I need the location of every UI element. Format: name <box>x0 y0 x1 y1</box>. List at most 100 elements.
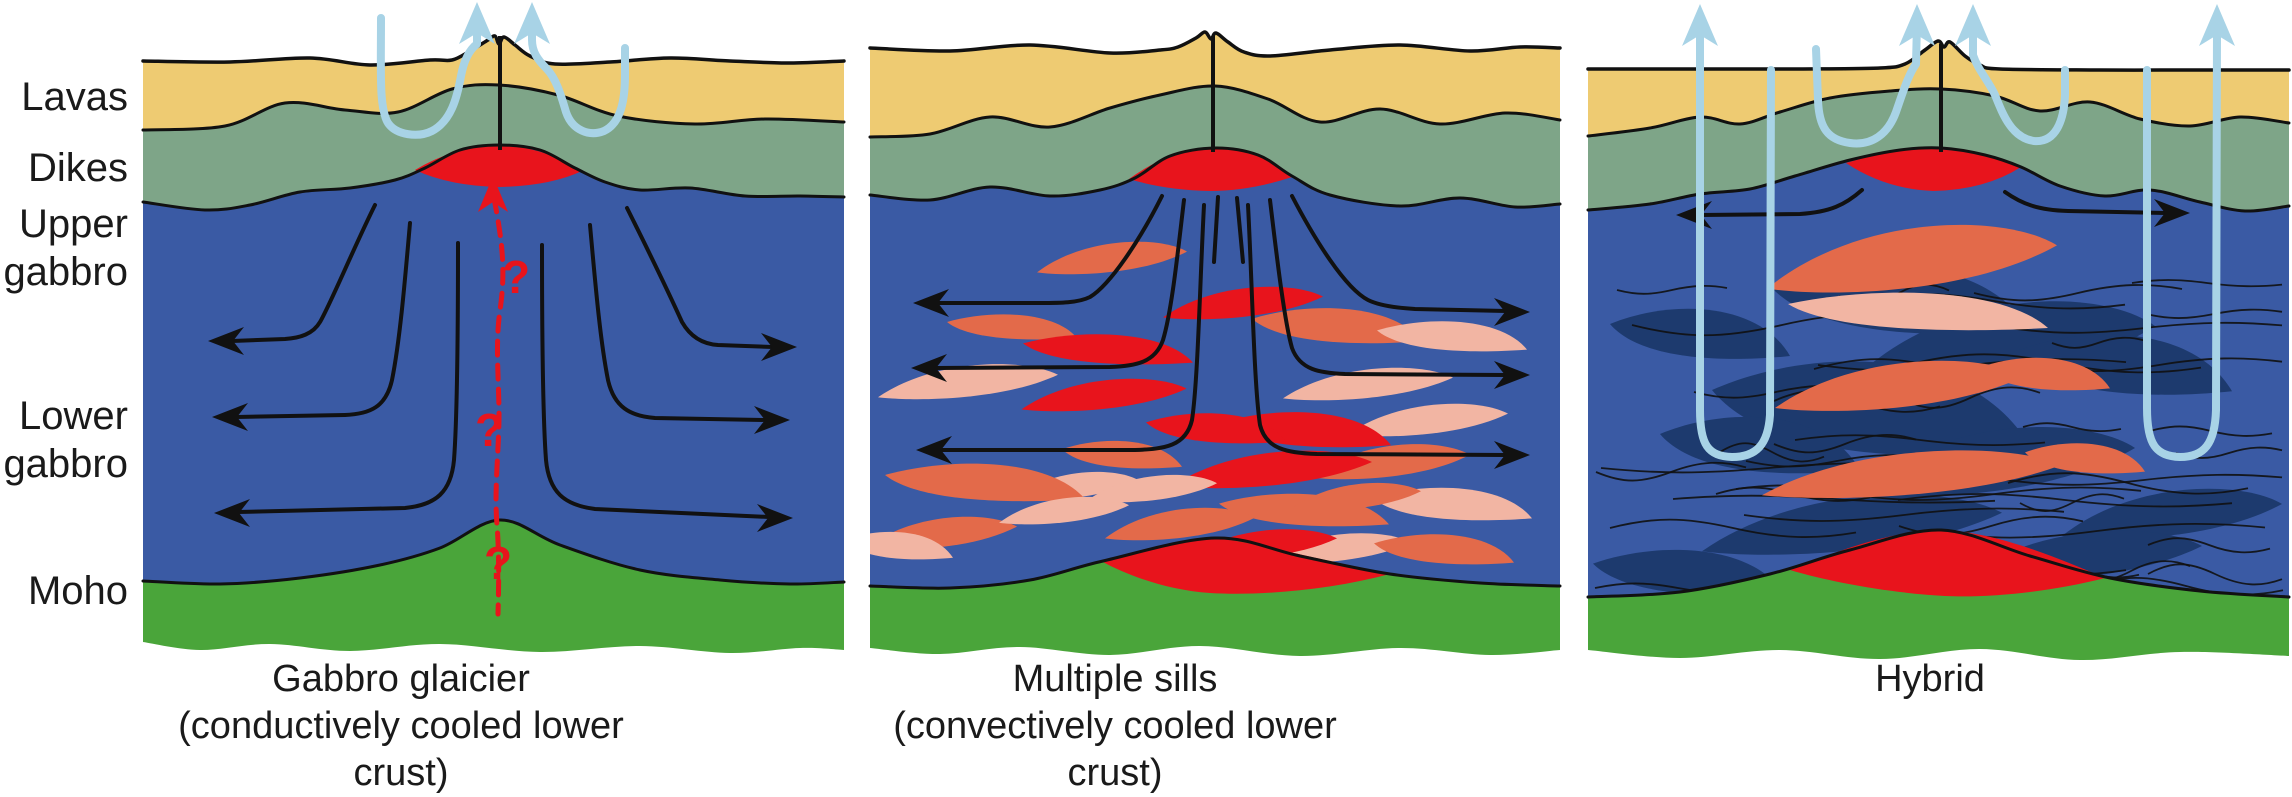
question-mark-icon: ? <box>475 404 503 456</box>
magma-sill <box>1374 534 1514 565</box>
flow-arrow-icon <box>1494 361 1530 389</box>
panel-caption-hybrid: Hybrid <box>1680 656 2180 703</box>
magma-sill <box>1252 308 1422 344</box>
panel-title: Gabbro glaicier <box>272 658 530 700</box>
question-mark-icon: ? <box>484 537 512 589</box>
foliation-line <box>1672 494 1996 504</box>
hydrothermal-loop-deep <box>1696 26 1775 461</box>
flow-line <box>933 198 1186 370</box>
layer-dikes <box>143 84 844 211</box>
flow-line <box>236 241 460 514</box>
flow-line <box>1212 195 1220 264</box>
foliation-line <box>1743 507 2065 522</box>
panel-title: Multiple sills <box>1012 658 1218 700</box>
magma-sill <box>999 496 1129 525</box>
flow-line <box>625 206 775 349</box>
layer-label-line: Upper <box>19 202 128 246</box>
foliation-line <box>1719 442 1825 463</box>
vent-arrow-icon <box>1955 4 1991 46</box>
foliation-line <box>1897 493 2233 508</box>
question-marks: ? ? ? <box>475 251 530 589</box>
foliation-line <box>1616 285 1728 295</box>
magma-sill <box>1767 224 2057 293</box>
moho-boundary <box>868 536 1562 590</box>
upwelling-arrow-icon <box>478 176 508 212</box>
foliation-line <box>1973 284 2183 302</box>
magma-sill <box>878 364 1058 400</box>
magma-sill <box>1372 487 1532 521</box>
layer-label-line: Lower <box>19 394 128 438</box>
panel-caption-gabbro-glacier: Gabbro glaicier (conductively cooled low… <box>140 656 662 797</box>
magma-sill <box>1762 450 2062 498</box>
foliation-line <box>2005 473 2283 486</box>
flow-line <box>588 223 768 422</box>
magma-sill <box>1172 450 1372 489</box>
foliation-line <box>2022 422 2122 432</box>
foliation-line <box>1773 434 1917 454</box>
hybrid-gabbro-texture <box>1593 224 2284 598</box>
vent-arrow-icon <box>1899 4 1935 46</box>
layer-mantle <box>870 537 1560 657</box>
question-mark-icon: ? <box>502 251 530 303</box>
hydrothermal-loop <box>376 14 481 139</box>
layer-mantle <box>143 519 844 654</box>
magma-sill <box>1105 507 1255 541</box>
layer-label-lavas: Lavas <box>21 75 128 119</box>
flow-arrow-icon <box>208 327 244 355</box>
foliation-line <box>1899 386 2041 409</box>
upwelling-dashed-line <box>491 195 506 617</box>
hydrothermal-loop <box>528 18 629 138</box>
hydrothermal-loop <box>1812 20 1921 148</box>
layer-gabbro <box>143 145 844 585</box>
magma-sill <box>1021 378 1187 412</box>
gabbro-dark-patch <box>1702 494 2002 555</box>
flow-arrow-icon <box>761 333 797 361</box>
vent-arrow-icon <box>459 2 495 44</box>
moho-magma-dome <box>1103 538 1390 594</box>
flow-arrow-icon <box>916 436 952 464</box>
vent-arrow-icon <box>514 2 550 44</box>
panel-caption-multiple-sills: Multiple sills (convectively cooled lowe… <box>845 656 1385 797</box>
dike-gabbro-boundary <box>1586 146 2291 213</box>
axial-magma-lens <box>1129 148 1292 191</box>
gabbro-dark-patch <box>2062 488 2282 539</box>
flow-arrow-icon <box>757 504 793 532</box>
magma-sill <box>1788 292 2048 331</box>
figure-canvas: ? ? ? Lavas Dikes Upper gabbro Lower gab… <box>3 2 2291 794</box>
hydrothermal-loop-deep <box>2143 24 2221 461</box>
axial-magma-lens <box>1846 149 2021 191</box>
magma-sill <box>1146 413 1286 444</box>
flow-arrow-icon <box>1494 298 1530 326</box>
magma-sill <box>870 531 953 560</box>
flow-line <box>234 221 412 419</box>
foliation-line <box>1609 518 1857 538</box>
flow-arrow-icon <box>913 289 949 317</box>
flow-arrow-icon <box>212 403 248 431</box>
flow-line <box>1268 198 1508 377</box>
seafloor-surface <box>1586 39 2291 72</box>
magma-sill <box>1775 360 2025 411</box>
foliation-line <box>2051 336 2145 349</box>
axial-magma-lens <box>415 145 582 187</box>
magma-sill <box>1087 474 1217 503</box>
vent-arrow-icon <box>1682 4 1718 46</box>
panel-subtitle: (conductively cooled lower crust) <box>178 705 624 794</box>
crust-accretion-diagram: ? ? ? <box>141 2 2291 661</box>
flow-line <box>935 194 1164 305</box>
flow-arrow-icon <box>214 499 250 527</box>
flow-line <box>540 243 771 519</box>
flow-arrow-icon <box>1494 441 1530 469</box>
flow-arrow-icon <box>911 354 947 382</box>
flow-line <box>2003 190 2168 215</box>
flow-line <box>230 203 377 343</box>
foliation-line <box>2147 563 2283 586</box>
hydrothermal-loop <box>1969 20 2069 146</box>
moho-boundary <box>141 518 846 586</box>
magma-sill <box>2025 443 2145 474</box>
magma-sill <box>947 314 1077 340</box>
dike-gabbro-boundary <box>868 146 1562 209</box>
magma-sill <box>1980 357 2110 391</box>
layer-label-dikes: Dikes <box>27 146 128 190</box>
foliation-line <box>2131 279 2283 288</box>
magma-sill <box>1037 241 1187 275</box>
